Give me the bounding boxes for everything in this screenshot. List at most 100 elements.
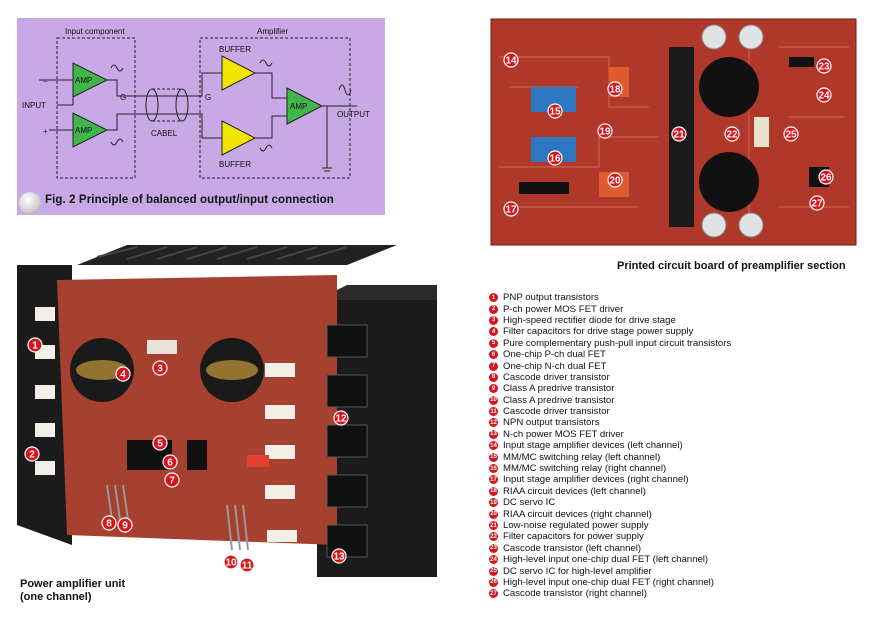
marker-badge-27: 27 <box>809 195 825 211</box>
legend-text: Pure complementary push-pull input circu… <box>503 337 732 349</box>
marker-badge-20: 20 <box>607 172 623 188</box>
legend-text: High-level input one-chip dual FET (left… <box>503 554 709 566</box>
legend-text: High-speed rectifier diode for drive sta… <box>503 314 676 326</box>
decorative-sphere <box>19 192 41 214</box>
legend-item: 1 PNP output transistors <box>489 292 859 303</box>
amp-caption-line1: Power amplifier unit <box>20 578 126 590</box>
legend-text: P-ch power MOS FET driver <box>503 303 624 315</box>
legend-text: PNP output transistors <box>503 292 599 304</box>
legend-item: 26 High-level input one-chip dual FET (ri… <box>489 577 859 588</box>
svg-text:17: 17 <box>505 205 517 216</box>
ground-g-left: G <box>120 93 126 102</box>
legend-number-badge: 9 <box>489 384 498 394</box>
legend-number-badge: 16 <box>489 464 498 474</box>
minus-sign: − <box>43 77 48 86</box>
legend-number-badge: 5 <box>489 338 498 348</box>
legend-number-badge: 17 <box>489 475 498 485</box>
legend-item: 21 Low-noise regulated power supply <box>489 520 859 531</box>
plus-sign: + <box>43 127 48 136</box>
legend-number-badge: 1 <box>489 293 498 303</box>
svg-text:AMP: AMP <box>75 126 92 135</box>
legend-number-badge: 13 <box>489 429 498 439</box>
legend-text: Cascode driver transistor <box>503 406 610 418</box>
cable-label: CABEL <box>151 129 178 138</box>
legend-item: 19 DC servo IC <box>489 497 859 508</box>
marker-badge-7: 7 <box>164 472 180 488</box>
amplifier-label: Amplifier <box>257 27 288 36</box>
marker-badge-17: 17 <box>503 201 519 217</box>
legend-text: One-chip P-ch dual FET <box>503 349 606 361</box>
marker-badge-1: 1 <box>27 337 43 353</box>
svg-text:16: 16 <box>549 154 561 165</box>
marker-badge-14: 14 <box>503 52 519 68</box>
svg-text:4: 4 <box>120 370 126 381</box>
marker-badge-15: 15 <box>547 103 563 119</box>
legend-number-badge: 21 <box>489 521 498 530</box>
legend-number-badge: 27 <box>489 589 498 599</box>
legend-text: Filter capacitors for drive stage power … <box>503 326 694 338</box>
legend-number-badge: 26 <box>489 577 498 587</box>
amp-caption: Power amplifier unit (one channel) <box>20 578 125 604</box>
svg-text:14: 14 <box>505 56 517 67</box>
legend-text: Cascode driver transistor <box>503 371 610 383</box>
legend-text: Class A predrive transistor <box>503 383 615 395</box>
amplifier-box <box>199 37 351 179</box>
output-amp: AMP <box>286 87 324 125</box>
legend-text: Low-noise regulated power supply <box>503 520 649 531</box>
legend-text: MM/MC switching relay (left channel) <box>503 451 661 463</box>
legend-text: DC servo IC for high-level amplifier <box>503 565 652 577</box>
marker-badge-19: 19 <box>597 123 613 139</box>
legend-number-badge: 14 <box>489 441 498 451</box>
legend-number-badge: 19 <box>489 498 498 508</box>
legend-item: 5 Pure complementary push-pull input circ… <box>489 338 859 349</box>
svg-text:21: 21 <box>673 130 685 141</box>
marker-badge-9: 9 <box>117 517 133 533</box>
svg-text:19: 19 <box>599 127 611 138</box>
marker-badge-5: 5 <box>152 435 168 451</box>
marker-badge-24: 24 <box>816 87 832 103</box>
marker-badge-16: 16 <box>547 150 563 166</box>
figure-2-caption: Fig. 2 Principle of balanced output/inpu… <box>45 194 334 206</box>
legend-text: Class A predrive transistor <box>503 394 615 406</box>
legend-text: High-level input one-chip dual FET (righ… <box>503 576 714 588</box>
legend-item: 27 Cascode transistor (right channel) <box>489 588 859 599</box>
svg-text:26: 26 <box>820 173 832 184</box>
svg-text:AMP: AMP <box>290 102 307 111</box>
marker-badge-23: 23 <box>816 58 832 74</box>
buffer-upper: BUFFER <box>219 45 257 91</box>
marker-badge-8: 8 <box>101 515 117 531</box>
marker-badge-3: 3 <box>152 360 168 376</box>
svg-text:24: 24 <box>818 91 830 102</box>
svg-text:AMP: AMP <box>75 76 92 85</box>
marker-badge-18: 18 <box>607 81 623 97</box>
legend-text: Filter capacitors for power supply <box>503 531 644 543</box>
amp-caption-line2: (one channel) <box>20 591 92 603</box>
legend-number-badge: 20 <box>489 509 498 519</box>
amp-upper: AMP <box>72 62 109 98</box>
ground-g-right: G <box>205 93 211 102</box>
pcb-caption: Printed circuit board of preamplifier se… <box>617 260 846 272</box>
legend-text: Cascode transistor (right channel) <box>503 588 647 600</box>
legend-text: DC servo IC <box>503 497 556 509</box>
marker-badge-26: 26 <box>818 169 834 185</box>
svg-text:27: 27 <box>811 199 823 210</box>
amp-lower: AMP <box>72 112 109 148</box>
marker-badge-22: 22 <box>724 126 740 142</box>
svg-text:11: 11 <box>242 561 253 572</box>
svg-text:5: 5 <box>157 439 163 450</box>
